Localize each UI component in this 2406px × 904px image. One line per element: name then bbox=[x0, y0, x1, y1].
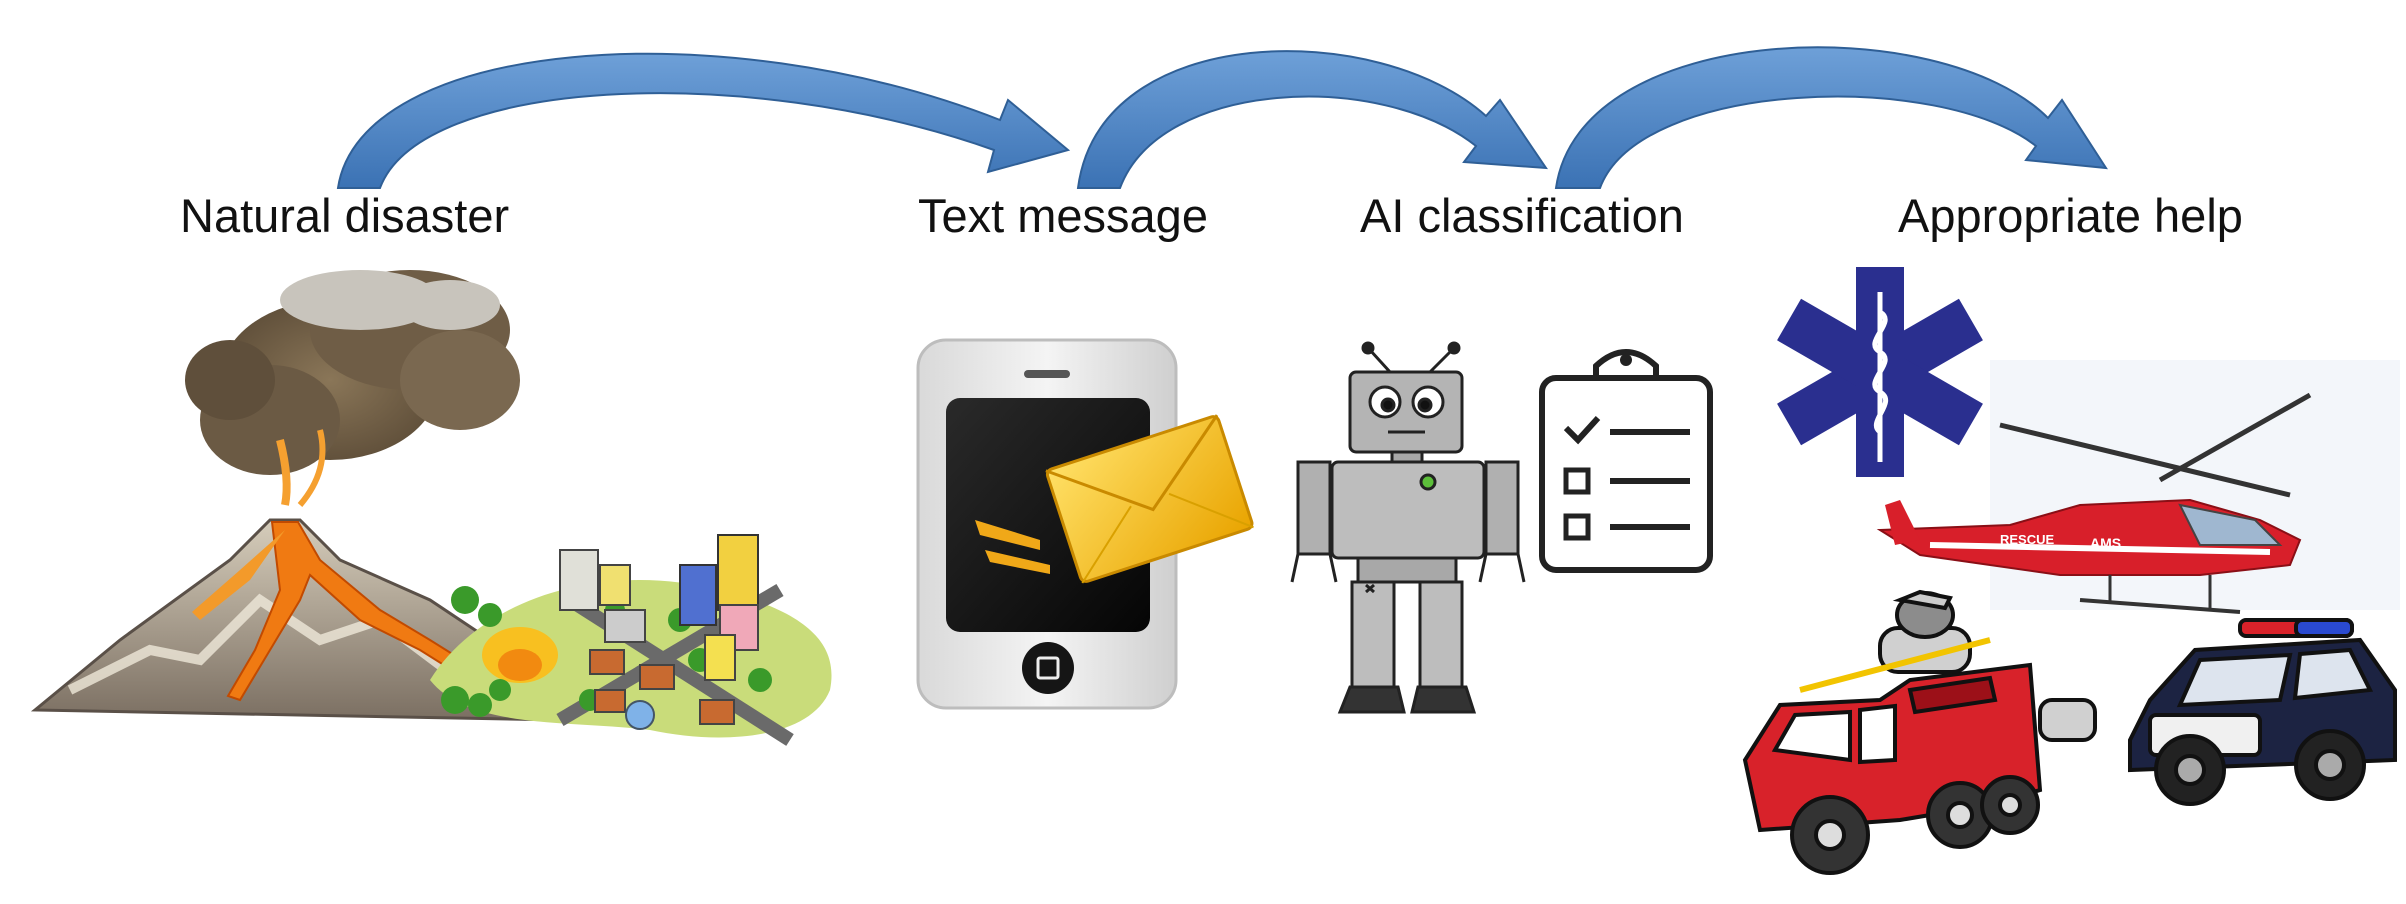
step-label-ai-classification: AI classification bbox=[1360, 189, 1684, 242]
helicopter-ams-text: AMS bbox=[2090, 535, 2121, 551]
phone-message-icon bbox=[916, 338, 1254, 710]
helicopter-rescue-text: RESCUE bbox=[2000, 532, 2055, 547]
clipboard-icon bbox=[1539, 349, 1713, 573]
star-of-life-icon bbox=[1774, 265, 1986, 479]
helicopter-icon: RESCUE AMS bbox=[1876, 360, 2400, 614]
step-label-text-message: Text message bbox=[918, 189, 1208, 242]
lava-flow bbox=[226, 521, 473, 702]
envelope-icon bbox=[1045, 414, 1254, 584]
arrow-3 bbox=[1554, 46, 2108, 189]
arrow-2 bbox=[1076, 50, 1548, 189]
robot-icon bbox=[1290, 341, 1526, 714]
arrow-1 bbox=[336, 52, 1071, 189]
emergency-vehicles-icon: RESCUE AMS bbox=[1742, 265, 2400, 875]
phone-home-button bbox=[1022, 642, 1074, 694]
fire-truck-icon bbox=[1742, 589, 2097, 875]
step-label-natural-disaster: Natural disaster bbox=[180, 189, 510, 242]
volcano-city-icon bbox=[30, 270, 832, 746]
police-car-icon bbox=[2128, 618, 2397, 806]
robot-clipboard-icon bbox=[1290, 341, 1713, 714]
smoke-cloud bbox=[185, 270, 520, 507]
step-label-appropriate-help: Appropriate help bbox=[1898, 189, 2243, 242]
